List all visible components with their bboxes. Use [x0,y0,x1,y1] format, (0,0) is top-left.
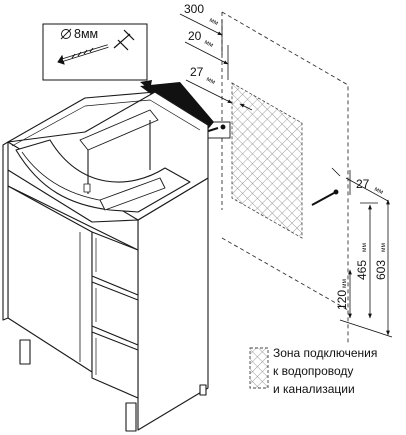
dim-27-top-unit: мм [205,76,217,87]
dim-20-unit: мм [203,39,215,50]
legend-line-1: Зона подключения [273,346,377,360]
dim-120: 120 [335,290,349,310]
dimension-lines [179,13,393,338]
dim-603-unit: мм [380,243,387,252]
legend: Зона подключения к водопроводу и канализ… [249,346,377,396]
dim-27-right-unit: мм [373,186,385,197]
diameter-icon [61,29,71,39]
wall-outline [221,11,349,345]
dim-27-top: 27 [190,65,204,79]
wall-dowel-right [311,189,339,206]
legend-swatch [249,347,269,389]
connection-zone [231,82,303,239]
drill-callout: 8мм [42,23,148,81]
dim-465-unit: мм [361,243,368,252]
screw-icon [57,44,109,65]
screwdriver-icon [113,29,135,51]
dim-603: 603 [374,260,388,280]
dim-20: 20 [188,29,202,43]
dim-120-unit: мм [341,279,348,288]
dim-300: 300 [184,2,204,16]
legend-line-3: и канализации [273,382,355,396]
vanity-cabinet [2,91,209,432]
dim-300-unit: мм [208,17,220,28]
dim-465: 465 [355,260,369,280]
dimension-labels: 300 мм 20 мм 27 мм 27 мм 465 мм 603 мм 1… [184,2,388,310]
drill-size-label: 8мм [74,27,98,41]
legend-line-2: к водопроводу [273,364,353,378]
dim-27-right: 27 [356,177,370,191]
